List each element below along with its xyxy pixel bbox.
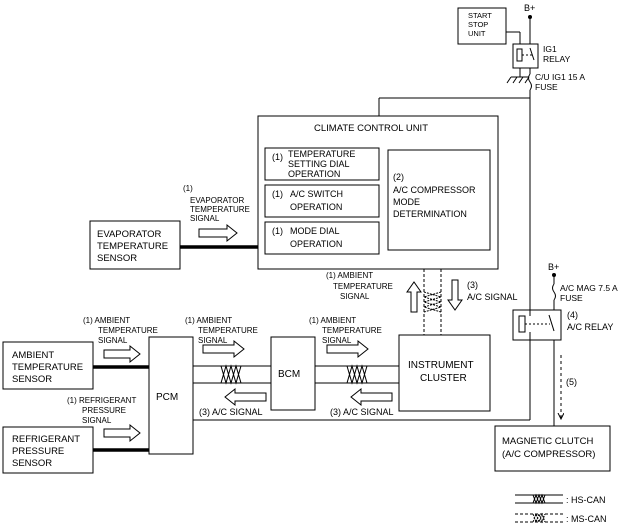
bcm-to-cluster-ambient-arrow xyxy=(326,339,369,359)
start-stop-unit: START STOP UNIT xyxy=(457,7,507,45)
ms-can-climate-cluster xyxy=(422,269,443,335)
refrigerant-signal-label: (1) REFRIGERANT PRESSURE SIGNAL xyxy=(67,396,138,425)
svg-text:: HS-CAN: : HS-CAN xyxy=(566,495,606,505)
svg-text:(4) A/C RELAY: (4) A/C RELAY xyxy=(567,310,613,332)
evaporator-temperature-sensor: EVAPORATOR TEMPERATURE SENSOR xyxy=(89,220,181,270)
svg-text:REFRIGERANT PRESSURE: REFRIGERANT PRESSURE SENSOR xyxy=(12,434,83,469)
ac-switch-operation-box: (1) A/C SWITCH OPERATION xyxy=(264,184,380,218)
svg-text:IG1 RELAY: IG1 RELAY xyxy=(543,44,571,64)
hs-can-pcm-bcm xyxy=(193,364,271,385)
svg-text:MAGNETIC CLUTCH (A/C COM: MAGNETIC CLUTCH (A/C COMPRESSOR) xyxy=(502,436,596,460)
pcm: PCM xyxy=(148,336,194,455)
evaporator-signal-label: (1) EVAPORATOR TEMPERATURE SIGNAL xyxy=(183,184,252,223)
ig1-relay: IG1 RELAY xyxy=(512,43,571,69)
cu-ig1-fuse: C/U IG1 15 A FUSE xyxy=(528,68,587,92)
legend-ms-can: : MS-CAN xyxy=(515,512,607,524)
svg-text:B+: B+ xyxy=(524,3,535,13)
svg-text:AMBIENT TEMPERATURE: AMBIENT TEMPERATURE SENSOR xyxy=(12,350,86,385)
svg-text:(1) TEMPERATURE SE: (1) TEMPERATURE SETTING DIAL OPERATION xyxy=(272,149,358,179)
svg-text:: MS-CAN: : MS-CAN xyxy=(566,514,607,524)
b-plus-terminal-mag: B+ xyxy=(548,262,559,277)
bcm-to-pcm-ac-arrow xyxy=(224,387,267,407)
svg-text:(1) AMBIENT TEMPERATURE: (1) AMBIENT TEMPERATURE SIGNAL xyxy=(309,316,384,345)
svg-text:CLIMATE CONTROL UNIT: CLIMATE CONTROL UNIT xyxy=(314,123,428,134)
svg-text:(2) A/C COMPRESSOR: (2) A/C COMPRESSOR MODE DETERMINATION xyxy=(393,172,478,219)
ac-signal-bcm-label: (3) A/C SIGNAL xyxy=(330,407,394,417)
instrument-cluster: INSTRUMENT CLUSTER xyxy=(398,334,491,412)
svg-text:INSTRUMENT CLUSTER: INSTRUMENT CLUSTER xyxy=(408,360,476,384)
ac-compressor-mode-box: (2) A/C COMPRESSOR MODE DETERMINATION xyxy=(387,149,491,251)
svg-text:START STOP UNIT: START STOP UNIT xyxy=(468,11,494,38)
svg-text:(1) A/C SWITCH OPE: (1) A/C SWITCH OPERATION xyxy=(272,189,346,212)
ambient-signal-bcm-label: (1) AMBIENT TEMPERATURE SIGNAL xyxy=(185,316,260,345)
ambient-signal-pcm-label: (1) AMBIENT TEMPERATURE SIGNAL xyxy=(83,316,160,345)
svg-text:(1) MODE DIAL OPER: (1) MODE DIAL OPERATION xyxy=(272,226,342,249)
svg-text:EVAPORATOR TEMPERATURE: EVAPORATOR TEMPERATURE SENSOR xyxy=(97,229,171,264)
ac-signal-pcm-label: (3) A/C SIGNAL xyxy=(199,407,263,417)
bcm: BCM xyxy=(270,336,316,411)
ac-relay: (4) A/C RELAY xyxy=(512,309,613,341)
evaporator-signal-arrow xyxy=(198,223,238,243)
refrigerant-pressure-sensor: REFRIGERANT PRESSURE SENSOR xyxy=(2,426,94,474)
pcm-to-bcm-ambient-arrow xyxy=(202,339,245,359)
ambient-signal-ic-label: (1) AMBIENT TEMPERATURE SIGNAL xyxy=(309,316,384,345)
svg-text:(1) AMBIENT TEMPERATURE: (1) AMBIENT TEMPERATURE SIGNAL xyxy=(83,316,160,345)
svg-text:(1) REFRIGERANT PRESSURE: (1) REFRIGERANT PRESSURE SIGNAL xyxy=(67,396,138,425)
ac-mag-fuse: A/C MAG 7.5 A FUSE xyxy=(552,283,620,303)
legend-hs-can: : HS-CAN xyxy=(515,493,606,505)
svg-text:(3) A/C SIGNAL: (3) A/C SIGNAL xyxy=(467,280,518,302)
svg-text:BCM: BCM xyxy=(278,369,300,380)
b-plus-terminal-top: B+ xyxy=(524,3,535,19)
svg-text:(1) AMBIENT TEMPERATURE: (1) AMBIENT TEMPERATURE SIGNAL xyxy=(185,316,260,345)
ms-can-bcm-cluster xyxy=(315,364,399,385)
ambient-signal-up-arrow xyxy=(406,281,422,313)
svg-text:(1) EVAPORATOR TEM: (1) EVAPORATOR TEMPERATURE SIGNAL xyxy=(183,184,252,223)
step-5-label: (5) xyxy=(566,377,577,387)
svg-text:C/U IG1 15 A FUSE: C/U IG1 15 A FUSE xyxy=(535,72,587,92)
temperature-dial-operation-box: (1) TEMPERATURE SETTING DIAL OPERATION xyxy=(264,147,380,181)
ambient-signal-cluster-label: (1) AMBIENT TEMPERATURE SIGNAL xyxy=(326,271,395,301)
ground-symbol xyxy=(506,68,530,84)
ac-signal-down-arrow xyxy=(447,279,463,311)
ambient-to-pcm-arrow xyxy=(103,344,141,364)
mode-dial-operation-box: (1) MODE DIAL OPERATION xyxy=(264,221,380,255)
refrigerant-to-pcm-arrow xyxy=(103,423,141,443)
magnetic-clutch: MAGNETIC CLUTCH (A/C COMPRESSOR) xyxy=(494,425,611,472)
ac-signal-cluster-label: (3) A/C SIGNAL xyxy=(467,280,518,302)
svg-text:(1) AMBIENT TEMPERATURE: (1) AMBIENT TEMPERATURE SIGNAL xyxy=(326,271,395,301)
svg-text:B+: B+ xyxy=(548,262,559,272)
cluster-to-bcm-ac-arrow xyxy=(350,387,393,407)
svg-text:PCM: PCM xyxy=(156,392,178,403)
svg-text:A/C MAG 7.5 A FUSE: A/C MAG 7.5 A FUSE xyxy=(560,283,620,303)
ambient-temperature-sensor: AMBIENT TEMPERATURE SENSOR xyxy=(2,341,94,390)
